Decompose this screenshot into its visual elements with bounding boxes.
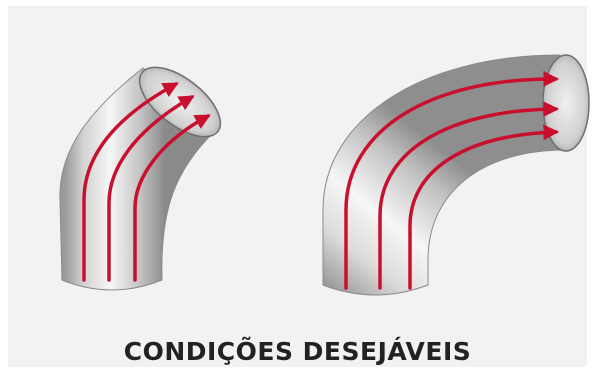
elbow-45-pipe [59,66,222,291]
elbow-90-pipe [322,54,590,296]
flow-arrow [344,71,560,290]
elbow-90-opening [542,54,590,152]
flow-arrow [378,101,560,290]
flow-arrow [107,95,195,282]
flow-arrow [408,124,560,290]
caption-title: CONDIÇÕES DESEJÁVEIS [123,337,472,366]
flow-arrow [133,114,211,282]
flow-arrow [82,82,179,282]
